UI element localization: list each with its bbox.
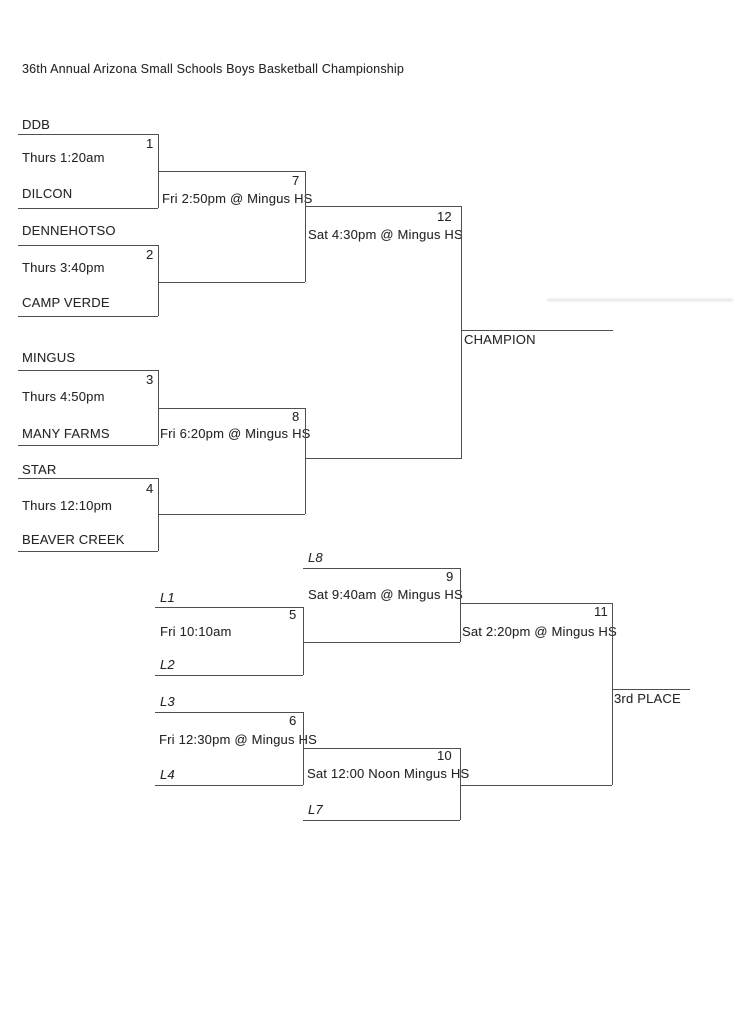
game10-right-line [460, 748, 462, 820]
game5-time: Fri 10:10am [160, 624, 232, 639]
third-place-label: 3rd PLACE [614, 691, 681, 706]
game2-top-team: DENNEHOTSO [22, 223, 116, 238]
game7-number: 7 [292, 173, 300, 188]
page-title: 36th Annual Arizona Small Schools Boys B… [22, 62, 405, 76]
game10-number: 10 [437, 748, 452, 763]
game12-number: 12 [437, 209, 452, 224]
game9-bottom-line [303, 642, 460, 644]
champion-label: CHAMPION [464, 332, 536, 347]
game4-time: Thurs 12:10pm [22, 498, 113, 513]
game8-top-line [158, 408, 305, 410]
game4-top-line [18, 478, 158, 480]
game10-time: Sat 12:00 Noon Mingus HS [307, 766, 470, 781]
game7-bottom-line [158, 282, 305, 284]
game3-right-line [158, 370, 160, 445]
game3-number: 3 [146, 372, 154, 387]
game6-bottom-line [155, 785, 303, 787]
game6-number: 6 [289, 713, 297, 728]
game5-right-line [303, 607, 305, 675]
game12-time: Sat 4:30pm @ Mingus HS [308, 227, 463, 242]
game5-number: 5 [289, 607, 297, 622]
game3-bottom-line [18, 445, 158, 447]
game10-bottom-line [303, 820, 460, 822]
game9-top-team: L8 [308, 550, 323, 565]
game5-top-line [155, 607, 303, 609]
game11-right-line [612, 603, 614, 785]
game9-top-line [303, 568, 460, 570]
game2-time: Thurs 3:40pm [22, 260, 105, 275]
game7-right-line [305, 171, 307, 282]
game11-time: Sat 2:20pm @ Mingus HS [462, 624, 617, 639]
game3-top-team: MINGUS [22, 350, 76, 365]
game3-bottom-team: MANY FARMS [22, 426, 110, 441]
game5-bottom-line [155, 675, 303, 677]
game5-top-team: L1 [160, 590, 175, 605]
game11-bottom-line [460, 785, 612, 787]
game10-top-line [303, 748, 460, 750]
game9-time: Sat 9:40am @ Mingus HS [308, 587, 463, 602]
game1-top-team: DDB [22, 117, 51, 132]
game12-right-line [461, 206, 463, 458]
game9-right-line [460, 568, 462, 642]
game4-number: 4 [146, 481, 154, 496]
game8-bottom-line [158, 514, 305, 516]
game4-bottom-line [18, 551, 158, 553]
game8-time: Fri 6:20pm @ Mingus HS [160, 426, 311, 441]
game6-top-team: L3 [160, 694, 175, 709]
game2-bottom-line [18, 316, 158, 318]
game1-bottom-team: DILCON [22, 186, 73, 201]
game2-number: 2 [146, 247, 154, 262]
scan-artifact [547, 299, 733, 301]
game12-bottom-line [305, 458, 462, 460]
game1-top-line [18, 134, 158, 136]
game1-number: 1 [146, 136, 154, 151]
game1-time: Thurs 1:20am [22, 150, 105, 165]
third-place-line [612, 689, 690, 691]
game6-time: Fri 12:30pm @ Mingus HS [159, 732, 317, 747]
game2-bottom-team: CAMP VERDE [22, 295, 110, 310]
game4-bottom-team: BEAVER CREEK [22, 532, 125, 547]
game4-top-team: STAR [22, 462, 57, 477]
game8-number: 8 [292, 409, 300, 424]
game6-bottom-team: L4 [160, 767, 175, 782]
game1-bottom-line [18, 208, 158, 210]
game3-top-line [18, 370, 158, 372]
game8-right-line [305, 408, 307, 514]
game11-top-line [460, 603, 612, 605]
game6-top-line [155, 712, 303, 714]
champion-line [461, 330, 613, 332]
game2-top-line [18, 245, 158, 247]
game5-bottom-team: L2 [160, 657, 175, 672]
game3-time: Thurs 4:50pm [22, 389, 105, 404]
game11-number: 11 [594, 604, 608, 619]
game9-number: 9 [446, 569, 454, 584]
game10-bottom-team: L7 [308, 802, 323, 817]
game7-time: Fri 2:50pm @ Mingus HS [162, 191, 313, 206]
game7-top-line [158, 171, 305, 173]
game2-right-line [158, 245, 160, 316]
game12-top-line [305, 206, 462, 208]
